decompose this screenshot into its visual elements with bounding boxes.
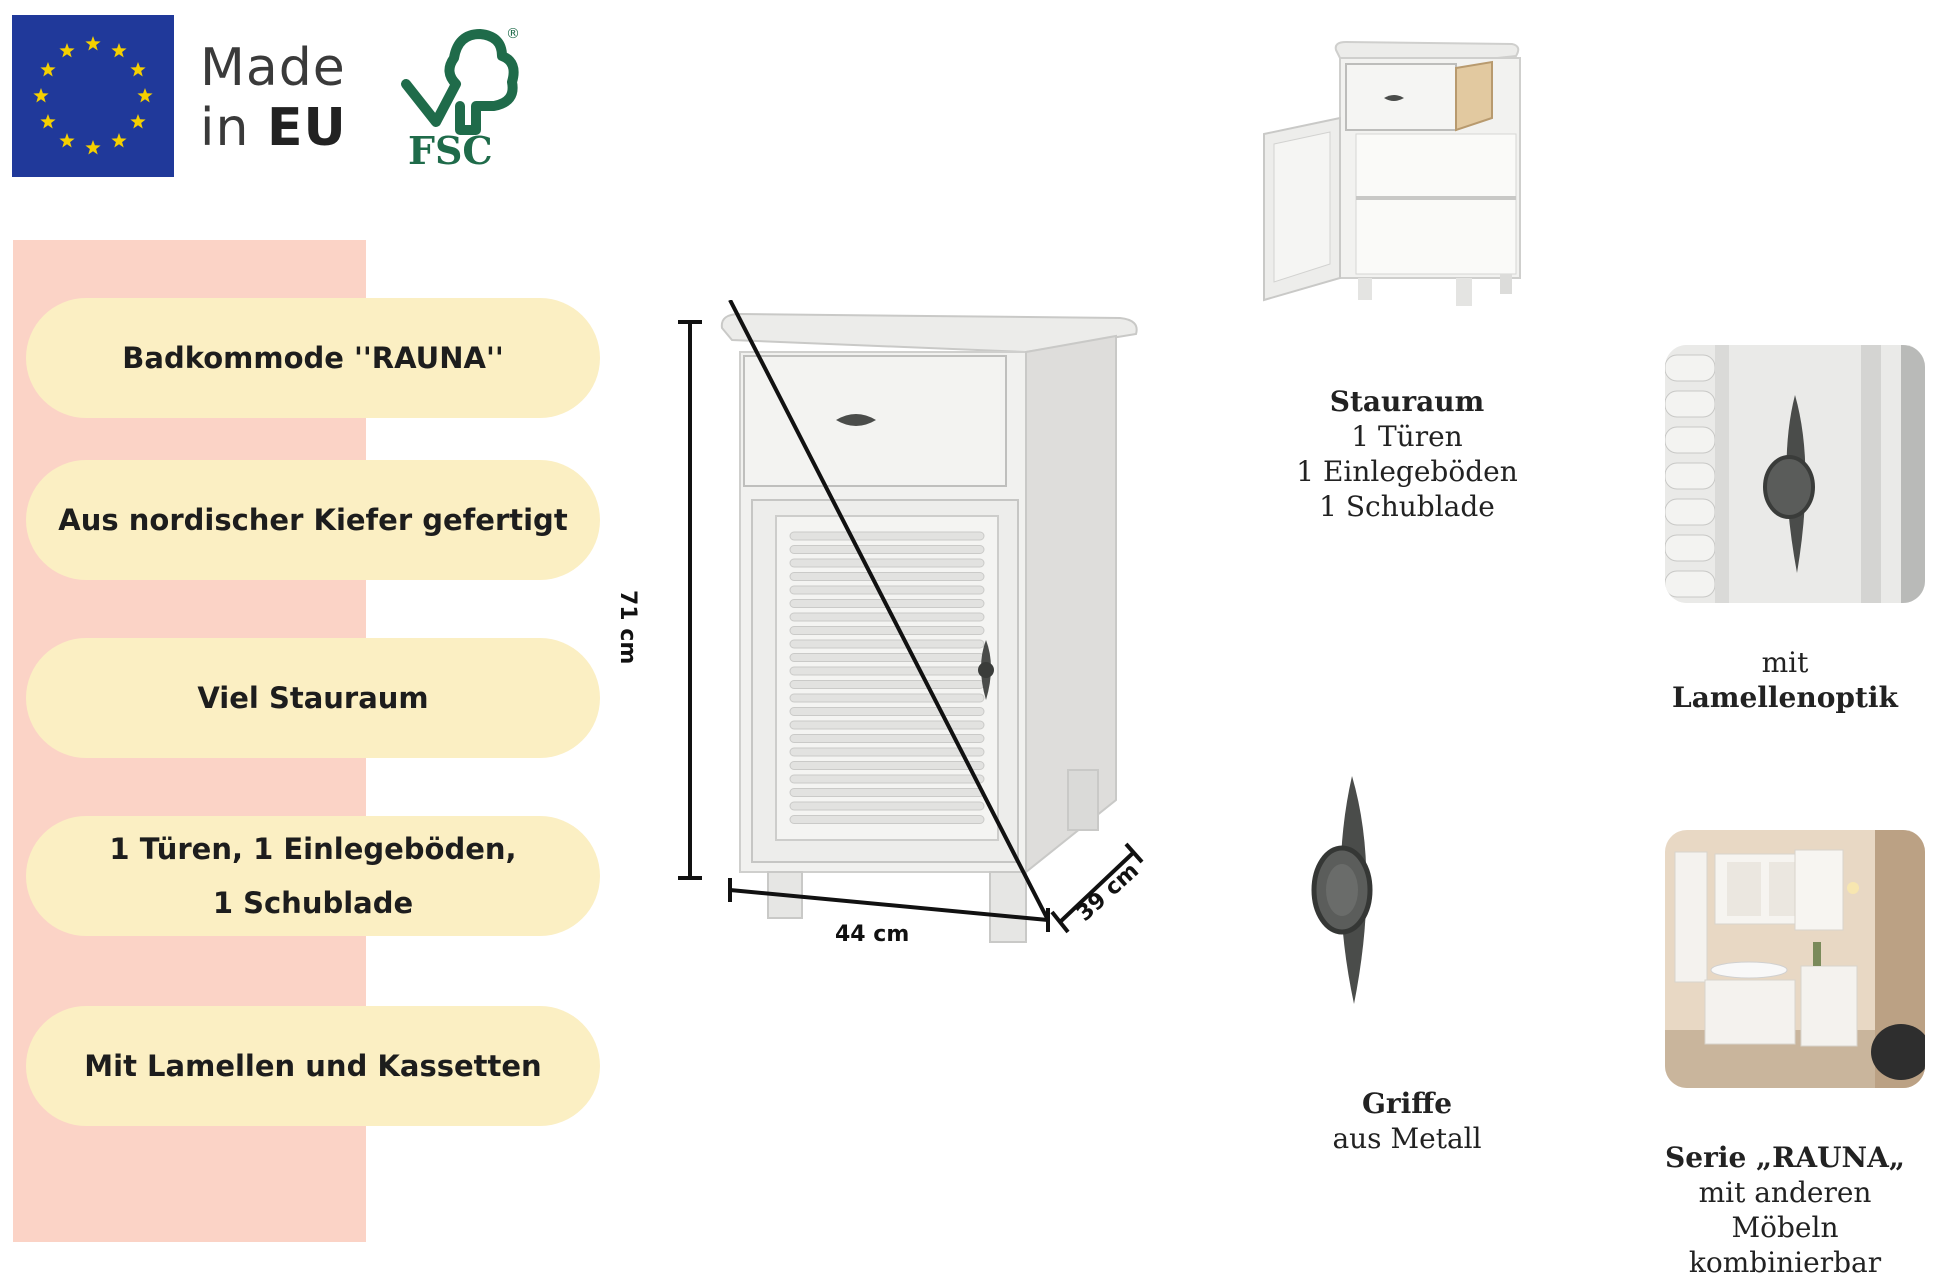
lamella-slat [789, 666, 985, 676]
width-label: 44 cm [835, 922, 910, 947]
lamella-slat [789, 558, 985, 568]
closeup-slat [1665, 426, 1716, 454]
series-caption: Serie „RAUNA„ mit anderen Möbeln kombini… [1640, 1140, 1930, 1280]
lamella-slat [789, 734, 985, 743]
made-in-eu-label: Made in EU [200, 38, 347, 158]
series-title: Serie „RAUNA„ [1665, 1141, 1905, 1174]
eu-star-icon [33, 88, 49, 103]
feature-text: 1 Schublade [212, 886, 414, 920]
lamella-slat [789, 626, 985, 635]
eu-star-icon [85, 36, 101, 51]
storage-line: 1 Einlegeböden [1296, 455, 1518, 488]
lamella-pre: mit [1761, 646, 1809, 679]
lamella-slat [789, 693, 985, 703]
lamella-slat [789, 612, 985, 622]
eu-flag-icon [12, 15, 174, 177]
closeup-slat [1665, 570, 1716, 598]
handles-title: Griffe [1361, 1087, 1453, 1120]
eu-star-icon [59, 43, 75, 58]
in-word: in [200, 98, 250, 158]
fsc-registered: ® [506, 26, 520, 42]
cabinet-top [720, 312, 1138, 354]
feature-text: 1 Türen, 1 Einlegeböden, [109, 832, 517, 866]
series-line: mit anderen [1698, 1176, 1872, 1209]
lamella-slat [789, 531, 985, 541]
eu-star-icon [59, 133, 75, 148]
feature-pill: Viel Stauraum [26, 638, 600, 758]
feature-text: Mit Lamellen und Kassetten [84, 1049, 542, 1083]
feature-text: Viel Stauraum [197, 681, 429, 715]
closeup-slat [1665, 354, 1716, 382]
eu-stars [33, 36, 153, 155]
lamella-slat [789, 585, 985, 595]
lamella-slat [789, 639, 985, 649]
made-line: Made [200, 38, 346, 98]
lamella-slat [789, 653, 985, 662]
depth-dimension-line [1058, 850, 1136, 924]
closeup-slat [1665, 462, 1716, 490]
handles-caption: Griffe aus Metall [1262, 1086, 1552, 1156]
storage-caption: Stauraum 1 Türen 1 Einlegeböden 1 Schubl… [1262, 384, 1552, 524]
lamella-slat [789, 761, 985, 770]
fsc-text: FSC [408, 128, 493, 172]
lamella-slat [789, 545, 985, 554]
storage-title: Stauraum [1329, 385, 1485, 418]
open-cabinet-image [1263, 40, 1521, 306]
lamella-closeup-drawing [1665, 345, 1925, 603]
eu-star-icon [111, 133, 127, 148]
series-line: Möbeln [1731, 1211, 1839, 1244]
cabinet-leg [989, 871, 1027, 943]
lamella-slat [789, 707, 985, 716]
metal-handle-image [1311, 776, 1373, 1004]
eu-word: EU [266, 98, 347, 158]
lamella-slat [789, 747, 985, 757]
storage-line: 1 Schublade [1319, 490, 1495, 523]
feature-pill: Badkommode ''RAUNA'' [26, 298, 600, 418]
closeup-slat [1665, 534, 1716, 562]
lamella-title: Lamellenoptik [1672, 681, 1898, 714]
lamella-slat [789, 801, 985, 811]
feature-text: Aus nordischer Kiefer gefertigt [58, 503, 568, 537]
storage-line: 1 Türen [1351, 420, 1463, 453]
series-line: kombinierbar [1688, 1246, 1882, 1279]
eu-star-icon [85, 140, 101, 155]
series-room-drawing [1665, 830, 1925, 1088]
eu-star-icon [130, 62, 146, 77]
closeup-slat [1665, 390, 1716, 418]
eu-star-icon [130, 114, 146, 129]
feature-text: Badkommode ''RAUNA'' [122, 341, 504, 375]
feature-pill: Aus nordischer Kiefer gefertigt [26, 460, 600, 580]
cabinet-drawer [743, 355, 1007, 487]
eu-star-icon [40, 62, 56, 77]
eu-star-icon [40, 114, 56, 129]
cabinet-drawing [678, 300, 1144, 943]
feature-pill: Mit Lamellen und Kassetten [26, 1006, 600, 1126]
in-eu-line: in EU [200, 98, 347, 158]
lamella-slat [789, 774, 985, 784]
width-dimension-line [728, 300, 1050, 921]
fsc-tree-icon: FSC ® [401, 26, 520, 173]
handles-line: aus Metall [1332, 1122, 1482, 1155]
series-room-image [1665, 830, 1925, 1088]
lamella-caption: mit Lamellenoptik [1640, 645, 1930, 715]
lamella-slat [789, 815, 985, 824]
drawer-handle-icon [836, 414, 876, 426]
closeup-slat [1665, 498, 1716, 526]
height-label: 71 cm [615, 590, 640, 665]
lamella-slat [789, 788, 985, 797]
lamella-slat [789, 572, 985, 581]
door-lamellae [789, 531, 985, 824]
cabinet-leg [1067, 769, 1099, 831]
fsc-logo: FSC ® [398, 22, 528, 173]
lamella-slat [789, 720, 985, 730]
door-panel [775, 515, 999, 841]
lamella-closeup-image [1665, 345, 1925, 603]
eu-star-icon [137, 88, 153, 103]
cabinet-side [1025, 334, 1117, 875]
lamella-slat [789, 680, 985, 689]
eu-star-icon [111, 43, 127, 58]
feature-pill: 1 Türen, 1 Einlegeböden, 1 Schublade [26, 816, 600, 936]
